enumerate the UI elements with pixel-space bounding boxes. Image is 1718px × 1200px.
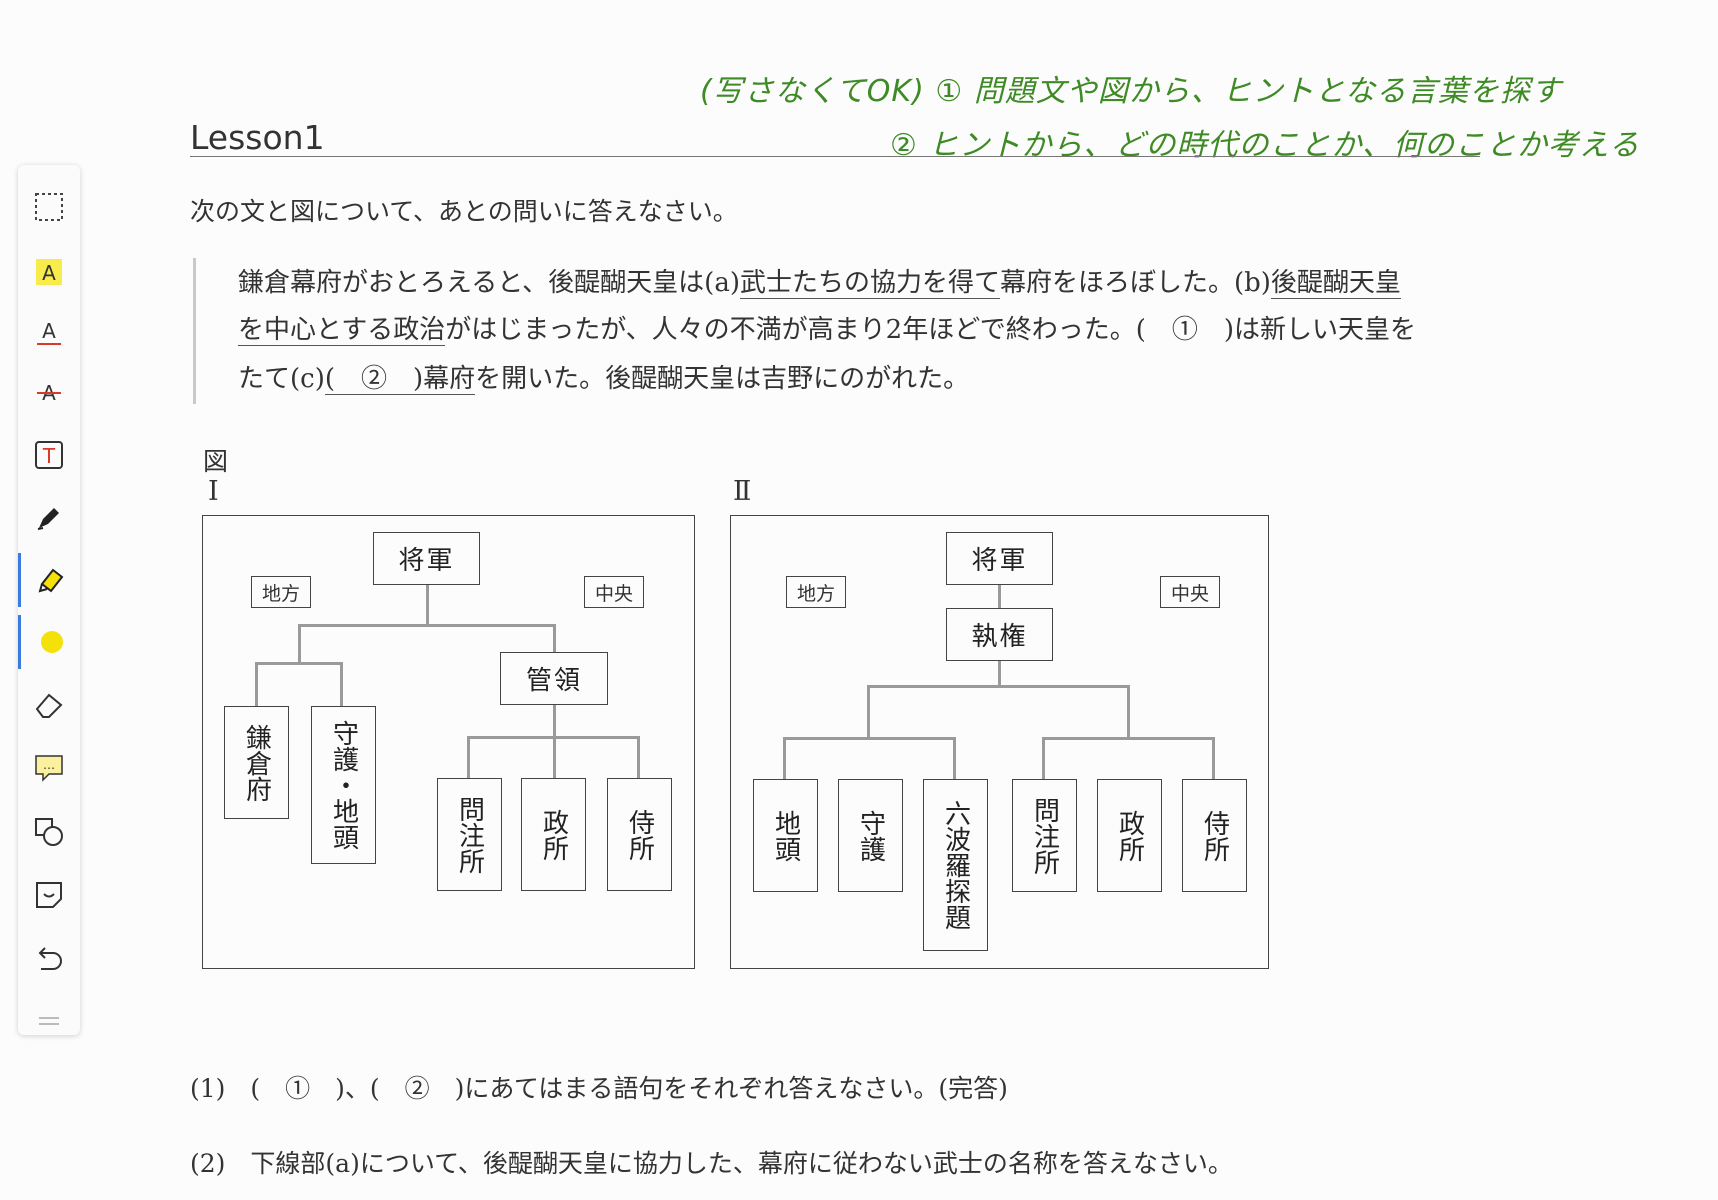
passage-line-3: たて(c)( ② )幕府を開いた。後醍醐天皇は吉野にのがれた。 <box>238 362 969 396</box>
diagram2-numeral: Ⅱ <box>733 476 752 507</box>
color-swatch-button[interactable] <box>18 615 83 669</box>
svg-text:T: T <box>42 444 56 468</box>
shape-button[interactable] <box>18 805 80 859</box>
diagram1-kanrei-box: 管領 <box>500 652 608 705</box>
toolbar-grip-line <box>39 1023 59 1025</box>
annotation-toolbar: A A A T … <box>18 165 80 1035</box>
undo-icon <box>38 947 62 970</box>
pen-button[interactable] <box>18 490 80 544</box>
comment-icon: … <box>35 755 63 782</box>
passage-text: がはじまったが、人々の不満が高まり2年ほどで終わった。( ① )は新しい天皇を <box>445 315 1416 345</box>
sticker-button[interactable] <box>18 868 80 922</box>
diagram2-central-tag: 中央 <box>1160 576 1220 608</box>
underlined-phrase-b-cont: を中心とする政治 <box>238 315 446 346</box>
diagram2-jito-box: 地頭 <box>753 779 818 892</box>
pen-icon <box>37 508 59 530</box>
lasso-select-button[interactable] <box>18 180 80 234</box>
text-highlight-icon: A <box>36 259 62 285</box>
underlined-phrase-c: ( ② )幕府 <box>324 364 476 395</box>
diagram2-monchujo-box: 問注所 <box>1012 779 1077 892</box>
shape-icon <box>35 818 63 846</box>
toolbar-grip[interactable] <box>39 1017 59 1019</box>
diagram2-shogun-box: 将軍 <box>946 532 1053 585</box>
diagram1-kamakurafu-box: 鎌倉府 <box>224 706 289 819</box>
diagram1-central-tag: 中央 <box>584 576 644 608</box>
color-swatch-icon <box>41 631 63 653</box>
text-strikethrough-button[interactable]: A <box>18 365 80 419</box>
lasso-select-icon <box>35 193 63 221</box>
diagram1-shogun-box: 将軍 <box>373 532 480 585</box>
text-underline-icon: A <box>37 319 61 345</box>
passage-line-2: を中心とする政治がはじまったが、人々の不満が高まり2年ほどで終わった。( ① )… <box>238 313 1416 347</box>
handwritten-note-line2: ② ヒントから、どの時代のことか、何のことか考える <box>890 128 1640 163</box>
diagram2-samuraidokoro-box: 侍所 <box>1182 779 1247 892</box>
text-box-button[interactable]: T <box>18 428 80 482</box>
comment-button[interactable]: … <box>18 741 80 795</box>
diagram2-local-tag: 地方 <box>786 576 846 608</box>
passage-line-1: 鎌倉幕府がおとろえると、後醍醐天皇は(a)武士たちの協力を得て幕府をほろぼした。… <box>238 266 1401 300</box>
text-underline-button[interactable]: A <box>18 305 80 359</box>
undo-button[interactable] <box>18 932 80 986</box>
highlighter-button[interactable] <box>18 553 83 607</box>
passage-text: 幕府をほろぼした。(b) <box>999 268 1271 298</box>
question-1: (1) ( ① )、( ② )にあてはまる語句をそれぞれ答えなさい。(完答) <box>190 1074 1008 1103</box>
page-title: Lesson1 <box>190 118 325 157</box>
svg-text:A: A <box>42 261 56 285</box>
question-2: (2) 下線部(a)について、後醍醐天皇に協力した、幕府に従わない武士の名称を答… <box>190 1149 1233 1178</box>
diagram1-mandokoro-box: 政所 <box>521 778 586 891</box>
eraser-icon <box>35 693 63 718</box>
diagram1-monchujo-box: 問注所 <box>437 778 502 891</box>
text-box-icon: T <box>35 441 63 469</box>
passage-text: 鎌倉幕府がおとろえると、後醍醐天皇は(a) <box>238 268 740 298</box>
diagram1-local-tag: 地方 <box>251 576 311 608</box>
text-strikethrough-icon: A <box>37 381 61 405</box>
diagram2-shugo-box: 守護 <box>838 779 903 892</box>
figure-label: 図 <box>203 447 229 476</box>
diagram2-rokuhara-tandai-box: 六波羅探題 <box>923 779 988 951</box>
diagram2-mandokoro-box: 政所 <box>1097 779 1162 892</box>
diagram1-numeral: Ⅰ <box>208 476 219 507</box>
text-highlight-button[interactable]: A <box>18 245 80 299</box>
diagram1-samuraidokoro-box: 侍所 <box>607 778 672 891</box>
sticker-icon <box>36 882 62 908</box>
diagram2-shikken-box: 執権 <box>946 608 1053 661</box>
underlined-phrase-a: 武士たちの協力を得て <box>739 268 1000 299</box>
passage-text: たて(c) <box>238 364 325 394</box>
highlighter-icon <box>38 568 64 593</box>
title-divider <box>190 156 1480 157</box>
eraser-button[interactable] <box>18 678 80 732</box>
svg-text:…: … <box>43 758 55 772</box>
handwritten-note-line1: (写さなくてOK) ① 問題文や図から、ヒントとなる言葉を探す <box>700 74 1562 109</box>
passage-text: を開いた。後醍醐天皇は吉野にのがれた。 <box>475 364 970 394</box>
diagram1-shugo-jito-box: 守護・地頭 <box>311 706 376 864</box>
underlined-phrase-b: 後醍醐天皇 <box>1270 268 1401 299</box>
instruction-text: 次の文と図について、あとの問いに答えなさい。 <box>190 197 738 226</box>
svg-text:A: A <box>42 319 56 343</box>
passage-quote-bar <box>193 258 196 404</box>
